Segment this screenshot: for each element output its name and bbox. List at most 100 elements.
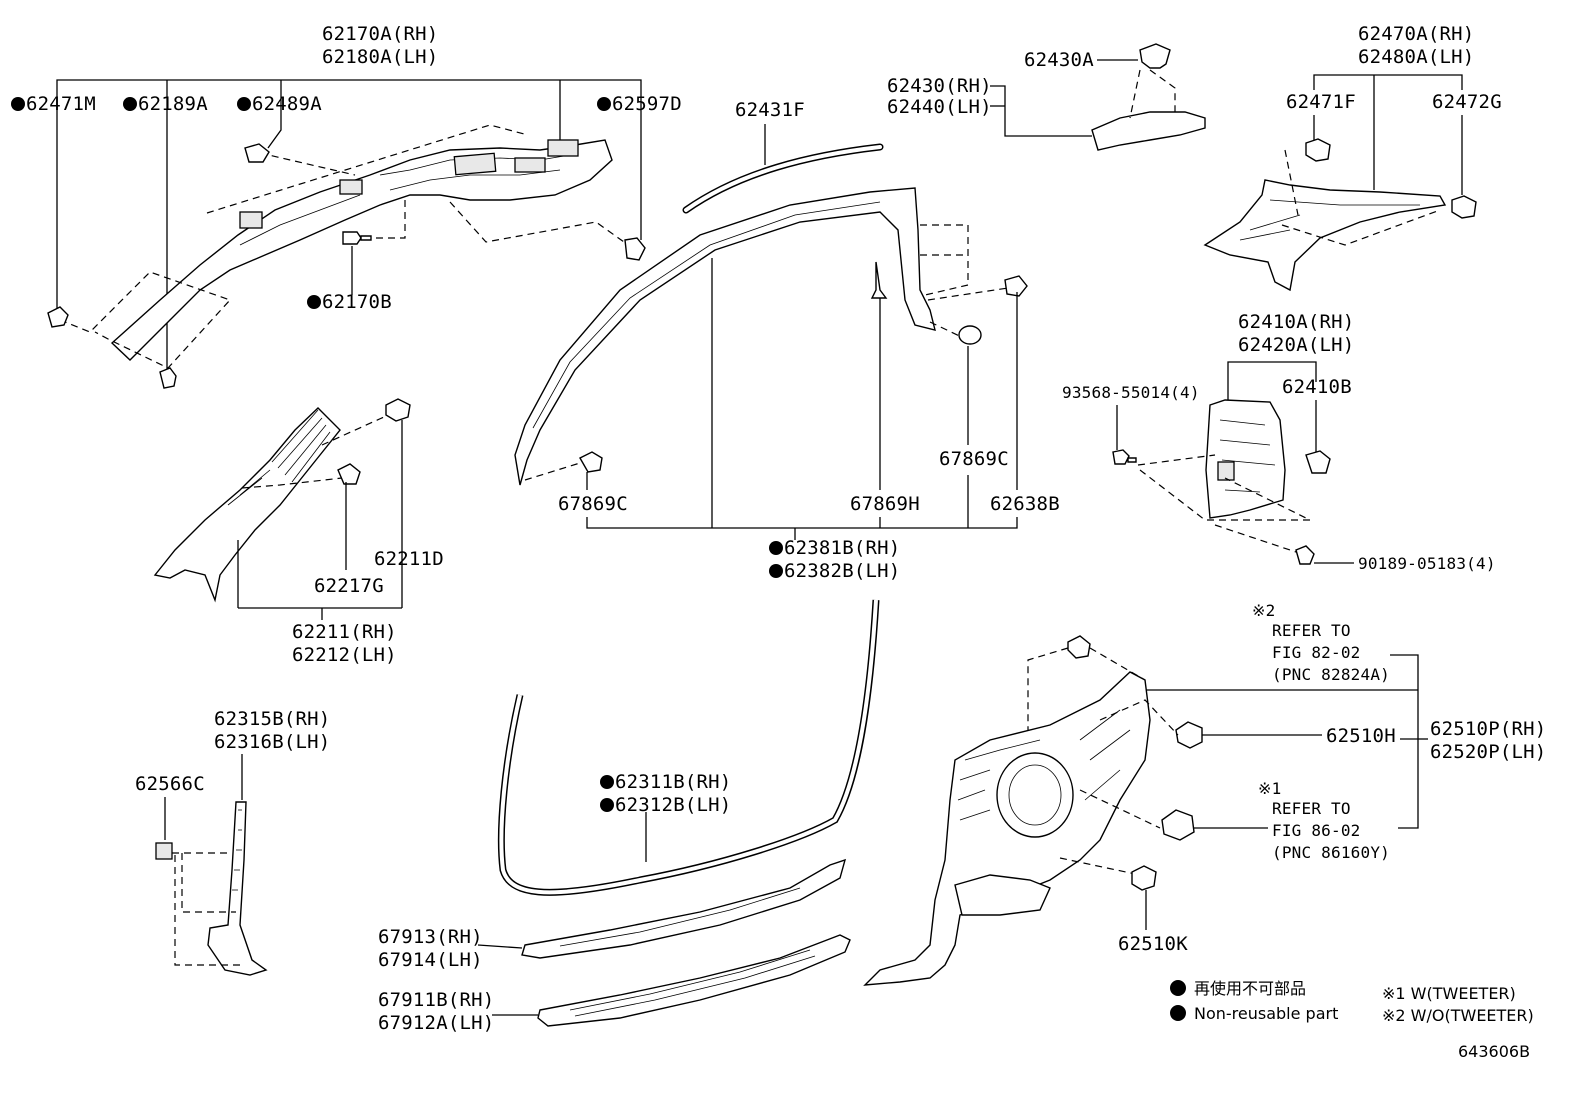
label-62471M: 62471M [26, 93, 96, 115]
label-62189A: 62189A [138, 93, 208, 115]
label-62212-lh: 62212(LH) [292, 644, 397, 666]
clip-icon [1175, 721, 1203, 749]
door-weatherstrip-group: 62311B(RH) 62312B(LH) 67913(RH) 67914(LH… [378, 599, 880, 1034]
clip-icon [159, 367, 177, 389]
label-62471F: 62471F [1286, 91, 1356, 113]
non-reusable-dot [1170, 1005, 1186, 1021]
label-62382B-lh: 62382B(LH) [784, 560, 900, 582]
clip-icon [624, 237, 646, 261]
clip-icon [1305, 450, 1331, 474]
lower-pillar-part [207, 801, 268, 976]
label-62211-rh: 62211(RH) [292, 621, 397, 643]
clip-icon [1067, 635, 1091, 659]
quarter-trim-upper-part [1203, 179, 1447, 292]
label-62510K: 62510K [1118, 933, 1188, 955]
label-62420A-lh: 62420A(LH) [1238, 334, 1354, 356]
ref1-mark: ※1 [1258, 779, 1281, 798]
ref2-line1: REFER TO [1272, 621, 1351, 640]
deck-trim-group: 62410A(RH) 62420A(LH) 62410B 93568-55014… [1062, 311, 1496, 573]
clip-icon [1004, 275, 1028, 297]
non-reusable-dot [769, 564, 783, 578]
ref2-line3: (PNC 82824A) [1272, 665, 1390, 684]
label-62410A-rh: 62410A(RH) [1238, 311, 1354, 333]
screw-icon [342, 231, 372, 245]
rail-bracket-group: 62430A 62430(RH) 62440(LH) [887, 43, 1206, 151]
clip-icon [47, 306, 69, 328]
legend-note1: ※1 W(TWEETER) [1382, 984, 1516, 1003]
ref2-mark: ※2 [1252, 601, 1275, 620]
screw-icon [1112, 449, 1137, 465]
label-62510P-rh: 62510P(RH) [1430, 718, 1546, 740]
non-reusable-dot [123, 97, 137, 111]
cap-icon [958, 325, 982, 345]
label-62638B: 62638B [990, 493, 1060, 515]
clip-icon [1451, 195, 1477, 219]
legend-note2: ※2 W/O(TWEETER) [1382, 1006, 1534, 1025]
lower-panel-part [954, 874, 1051, 916]
label-67869C-left: 67869C [558, 493, 628, 515]
front-pillar-garnish-part [153, 407, 341, 603]
label-62316B-lh: 62316B(LH) [214, 731, 330, 753]
lower-pillar-group: 62315B(RH) 62316B(LH) 62566C [135, 708, 330, 976]
figure-id: 643606B [1458, 1042, 1530, 1061]
label-62480A-lh: 62480A(LH) [1358, 46, 1474, 68]
non-reusable-dot [600, 775, 614, 789]
label-62311B-rh: 62311B(RH) [615, 771, 731, 793]
roof-rail-bracket-part [1091, 111, 1206, 151]
clip-icon [870, 261, 888, 299]
label-62489A: 62489A [252, 93, 322, 115]
non-reusable-dot [11, 97, 25, 111]
label-62312B-lh: 62312B(LH) [615, 794, 731, 816]
door-weatherstrip-part [497, 599, 880, 896]
label-62430A: 62430A [1024, 49, 1094, 71]
front-pillar-garnish-group: 62211D 62217G 62211(RH) 62212(LH) [153, 398, 444, 666]
label-93568: 93568-55014(4) [1062, 383, 1200, 402]
label-67914-lh: 67914(LH) [378, 949, 483, 971]
label-67869C-right: 67869C [939, 448, 1009, 470]
label-62381B-rh: 62381B(RH) [784, 537, 900, 559]
quarter-trim-lower-group: ※2 REFER TO FIG 82-02 (PNC 82824A) 62510… [863, 601, 1546, 986]
quarter-trim-lower-part [863, 671, 1151, 986]
label-62315B-rh: 62315B(RH) [214, 708, 330, 730]
legend-en: Non-reusable part [1194, 1004, 1338, 1023]
ref1-line3: (PNC 86160Y) [1272, 843, 1390, 862]
clip-icon [337, 463, 361, 485]
legend-jp: 再使用不可部品 [1194, 979, 1306, 998]
label-62440-lh: 62440(LH) [887, 96, 992, 118]
clip-icon [579, 451, 603, 473]
label-62597D: 62597D [612, 93, 682, 115]
door-opening-trim-group: 62431F 67869C 67869C 67869H 62638B 62381… [514, 99, 1060, 582]
non-reusable-dot [769, 541, 783, 555]
clip-icon [244, 143, 270, 163]
non-reusable-dot [237, 97, 251, 111]
label-67912A-lh: 67912A(LH) [378, 1012, 494, 1034]
clip-icon [1295, 545, 1315, 565]
deck-trim-side-part [1205, 399, 1286, 519]
label-62211D: 62211D [374, 548, 444, 570]
roof-side-garnish-part [110, 139, 613, 361]
label-62180A-lh: 62180A(LH) [322, 46, 438, 68]
quarter-trim-upper-group: 62470A(RH) 62480A(LH) 62471F 62472G [1203, 23, 1502, 292]
label-62510H: 62510H [1326, 725, 1396, 747]
tweeter-icon [1161, 809, 1195, 841]
roof-side-garnish-group: 62170A(RH) 62180A(LH) 62471M 62189A 6248… [11, 23, 682, 389]
non-reusable-dot [1170, 980, 1186, 996]
label-62430-rh: 62430(RH) [887, 75, 992, 97]
clip-icon [1139, 43, 1171, 69]
label-90189: 90189-05183(4) [1358, 554, 1496, 573]
clip-icon [1305, 138, 1331, 162]
clip-icon [1131, 865, 1157, 891]
label-62566C: 62566C [135, 773, 205, 795]
label-62170B: 62170B [322, 291, 392, 313]
ref1-line2: FIG 86-02 [1272, 821, 1361, 840]
clip-icon [155, 842, 173, 860]
label-62520P-lh: 62520P(LH) [1430, 741, 1546, 763]
ref1-line1: REFER TO [1272, 799, 1351, 818]
non-reusable-dot [307, 295, 321, 309]
label-67911B-rh: 67911B(RH) [378, 989, 494, 1011]
label-67913-rh: 67913(RH) [378, 926, 483, 948]
label-62410B: 62410B [1282, 376, 1352, 398]
clip-icon [385, 398, 411, 422]
